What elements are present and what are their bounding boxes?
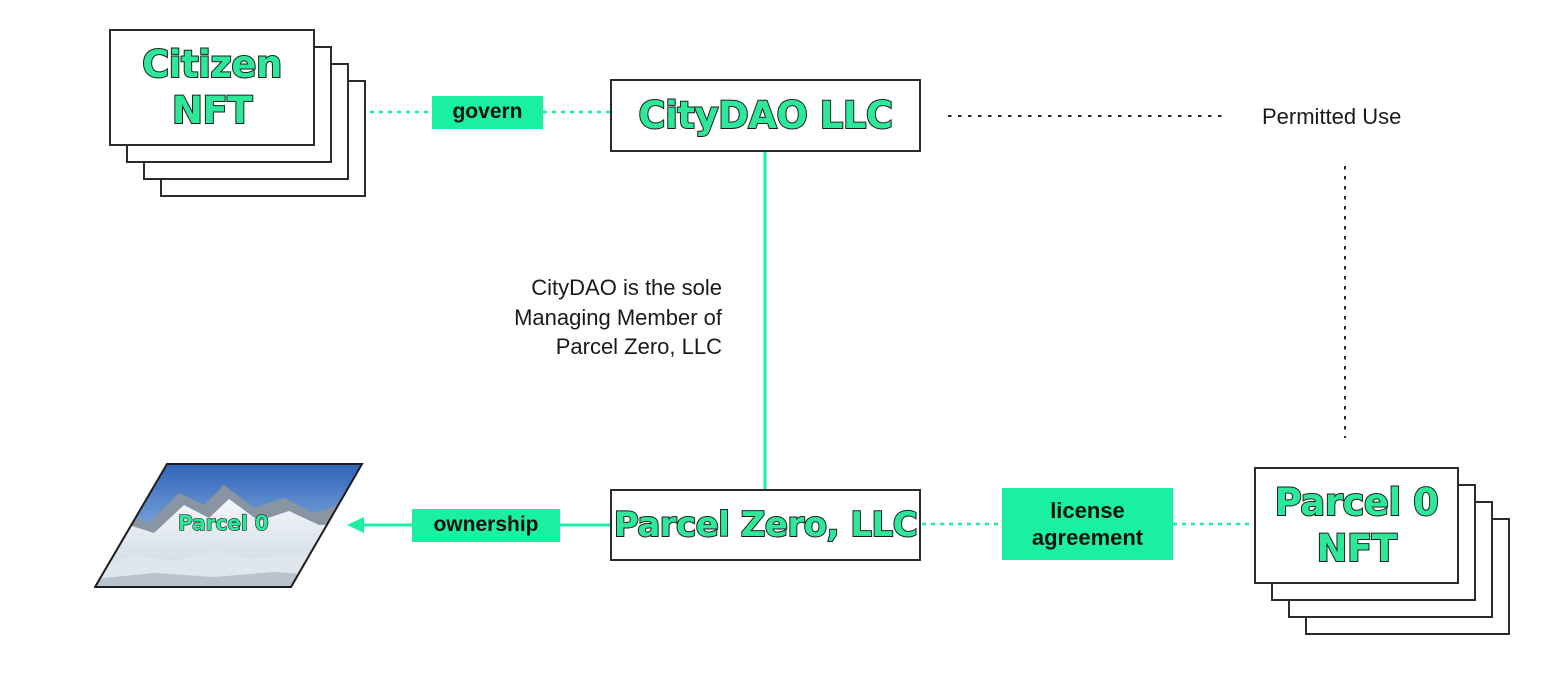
citydao-llc-box <box>610 79 921 152</box>
parcel-zero-llc-label: Parcel Zero, LLC <box>610 489 921 561</box>
govern-tag-label: govern <box>452 100 523 124</box>
citizen-nft-label: Citizen NFT <box>109 29 315 146</box>
parcel-zero-llc-label-text: Parcel Zero, LLC <box>613 504 919 546</box>
parcel0-nft-card <box>1254 467 1459 584</box>
parcel0-nft-label-line1: Parcel 0 <box>1274 480 1440 525</box>
license-agreement-tag-line2: agreement <box>1031 525 1144 550</box>
citydao-llc-label-text: CityDAO LLC <box>637 93 894 138</box>
parcel0-nft-label: Parcel 0 NFT <box>1254 467 1459 584</box>
parcel0-image-label-text: Parcel 0 <box>177 510 269 535</box>
permitted-use-label: Permitted Use <box>1262 104 1401 130</box>
parcel0-nft-label-line2: NFT <box>1316 526 1398 571</box>
ownership-tag-label: ownership <box>433 513 539 537</box>
parcel0-image-label: Parcel 0 <box>177 510 269 535</box>
ownership-tag: ownership <box>412 509 560 542</box>
citizen-nft-card <box>109 29 315 146</box>
managing-member-note: CityDAO is the sole Managing Member of P… <box>430 273 722 362</box>
license-agreement-tag: license agreement <box>1002 488 1173 560</box>
parcel0-land-image <box>94 463 364 588</box>
managing-member-note-line1: CityDAO is the sole <box>531 275 722 300</box>
parcel-zero-llc-box <box>610 489 921 561</box>
license-agreement-tag-line1: license <box>1050 497 1125 523</box>
citizen-nft-label-line2: NFT <box>171 88 253 133</box>
managing-member-note-line2: Managing Member of <box>514 304 722 330</box>
managing-member-note-line3: Parcel Zero, LLC <box>555 334 722 360</box>
ownership-arrowhead <box>347 517 364 533</box>
permitted-use-label-text: Permitted Use <box>1262 104 1402 129</box>
govern-tag: govern <box>432 96 543 129</box>
citydao-llc-label: CityDAO LLC <box>610 79 921 152</box>
citizen-nft-label-line1: Citizen <box>141 42 283 87</box>
parcel0-image-border <box>94 463 364 588</box>
